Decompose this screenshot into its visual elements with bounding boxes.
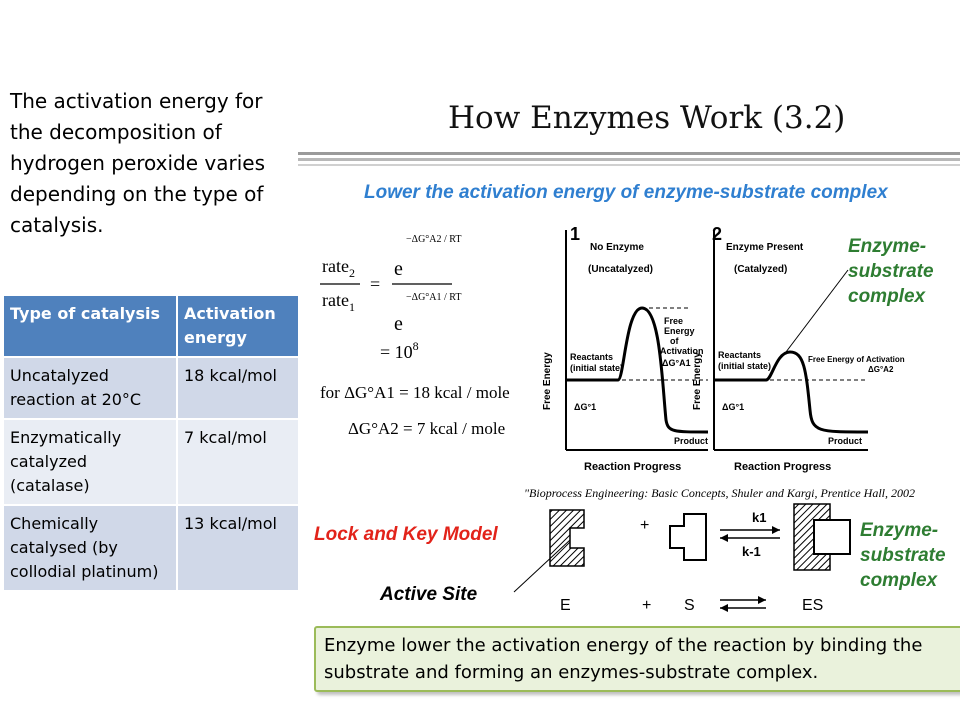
graph2-subtitle: (Catalyzed) [734,264,787,275]
plus-top: + [640,517,649,534]
dg-a1-line: for ΔG°A1 = 18 kcal / mole [320,383,510,402]
graph1-reactants-state: (initial state) [570,363,623,373]
catalysis-table: Type of catalysis Activation energy Unca… [4,296,300,592]
exp-e-bottom: e [394,313,403,335]
citation: "Bioprocess Engineering: Basic Concepts,… [524,486,915,500]
rate2-label: rate2 [322,256,355,280]
esc-bottom-1: substrate [860,545,946,566]
esc-label-bottom: Enzyme- substrate complex [860,518,946,593]
graph1-title: No Enzyme [590,242,644,253]
graph2-dga: ΔG°A2 [868,365,894,374]
lock-key-diagram: + k1 k-1 E + S ES [513,503,851,614]
graph1-dga: ΔG°A1 [662,358,691,368]
rate-formula: rate2 rate1 = e −ΔG°A2 / RT e −ΔG°A1 / R… [320,234,510,438]
slide-subtitle: Lower the activation energy of enzyme-su… [364,182,888,203]
graph1-fea-2: of [670,336,679,346]
graph2-number: 2 [712,224,722,244]
exp-denominator: −ΔG°A1 / RT [406,292,461,303]
exp-numerator: −ΔG°A2 / RT [406,234,461,245]
lock-key-title: Lock and Key Model [314,524,498,545]
graph1-number: 1 [570,224,580,244]
active-site-label: Active Site [380,584,478,605]
title-divider [298,152,960,166]
svg-text:=: = [370,274,380,294]
rate1-label: rate1 [322,290,355,314]
esc-top-2: complex [848,286,926,307]
graph2-product: Product [828,436,862,446]
dg-a2-line: ΔG°A2 = 7 kcal / mole [348,419,505,438]
graph2-dg1: ΔG°1 [722,402,744,412]
exp-e-top: e [394,258,403,280]
k-1-label: k-1 [742,544,761,559]
graph2-fea: Free Energy of Activation [808,355,905,364]
rate-result: = 108 [380,339,419,362]
header-type: Type of catalysis [4,296,178,358]
energy-diagram: 1 No Enzyme (Uncatalyzed) Free Energy Re… [542,224,905,473]
graph2-ylabel: Free Energy [692,352,703,410]
summary-callout: Enzyme lower the activation energy of th… [314,626,960,692]
graph2-title: Enzyme Present [726,242,804,253]
esc-top-0: Enzyme- [848,236,927,257]
esc-bottom-2: complex [860,570,938,591]
table-row: Enzymatically catalyzed (catalase) 7 kca… [4,419,300,506]
graph1-fea-3: Activation [660,346,704,356]
graph1-fea-0: Free [664,316,683,326]
S-label: S [684,597,695,614]
table-row: Uncatalyzed reaction at 20°C 18 kcal/mol [4,357,300,420]
graph1-reactants: Reactants [570,352,613,362]
cell-type: Chemically catalysed (by collodial plati… [4,505,178,592]
cell-type: Uncatalyzed reaction at 20°C [4,357,178,420]
graph1-xlabel: Reaction Progress [584,461,681,473]
graph1-product: Product [674,436,708,446]
graph1-subtitle: (Uncatalyzed) [588,264,653,275]
graph2-reactants-state: (initial state) [718,361,771,371]
esc-bottom-0: Enzyme- [860,520,939,541]
embedded-slide: How Enzymes Work (3.2) Lower the activat… [298,90,960,630]
graph2-xlabel: Reaction Progress [734,461,831,473]
esc-label-top: Enzyme- substrate complex [848,234,934,309]
k1-label: k1 [752,510,766,525]
graph1-dg1: ΔG°1 [574,402,596,412]
cell-energy: 18 kcal/mol [177,357,300,420]
table-row: Chemically catalysed (by collodial plati… [4,505,300,592]
cell-energy: 7 kcal/mol [177,419,300,506]
table-header-row: Type of catalysis Activation energy [4,296,300,358]
intro-text: The activation energy for the decomposit… [10,89,266,237]
enzyme-shape [549,509,585,567]
cell-type: Enzymatically catalyzed (catalase) [4,419,178,506]
graph1-fea-1: Energy [664,326,695,336]
plus-bottom: + [642,597,651,614]
graph2-reactants: Reactants [718,350,761,360]
cell-energy: 13 kcal/mol [177,505,300,592]
header-activation: Activation energy [177,296,300,358]
E-label: E [560,597,571,614]
ES-label: ES [802,597,823,614]
slide-title: How Enzymes Work (3.2) [448,100,846,136]
graph1-ylabel: Free Energy [542,352,553,410]
esc-top-1: substrate [848,261,934,282]
substrate-shape [669,513,707,561]
